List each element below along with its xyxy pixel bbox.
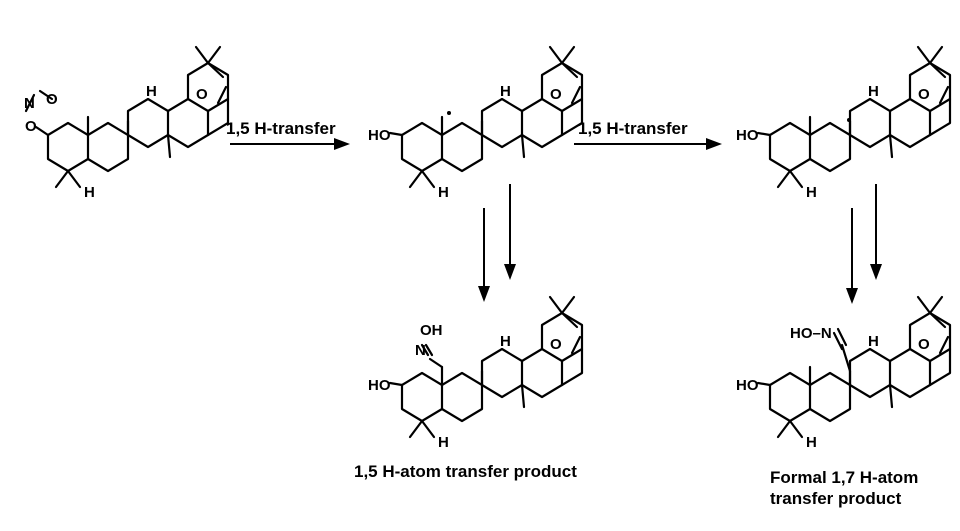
int2-h-atom-bottom: H	[806, 184, 817, 201]
p2-oxime-label: HO–N	[790, 325, 832, 342]
p1-oxime-oh-label: OH	[420, 322, 443, 339]
p1-h-atom-bottom: H	[438, 434, 449, 451]
int2-bridge-o-atom: O	[918, 86, 930, 103]
sm-h-atom-top: H	[146, 83, 157, 100]
int1-radical-dot	[447, 111, 451, 115]
down-arrow-1b-head	[504, 264, 516, 280]
intermediate-2-structure	[756, 45, 952, 189]
starting-material-structure	[24, 45, 230, 189]
int2-hydroxyl-label: HO	[736, 127, 759, 144]
arrow-2-head	[706, 138, 722, 150]
p2-bridge-o-atom: O	[918, 336, 930, 353]
product-1-structure	[388, 295, 584, 439]
int1-h-atom-bottom: H	[438, 184, 449, 201]
intermediate-1-structure	[388, 45, 584, 189]
down-arrow-1a-head	[478, 286, 490, 302]
p1-h-atom-top: H	[500, 333, 511, 350]
nitrite-o-atom: O	[25, 118, 37, 135]
int2-radical-dot	[847, 118, 851, 122]
product-2-caption-line1: Formal 1,7 H-atom	[770, 468, 918, 487]
int1-h-atom-top: H	[500, 83, 511, 100]
int1-hydroxyl-label: HO	[368, 127, 391, 144]
nitrite-n-atom: N	[24, 95, 35, 112]
p2-h-atom-bottom: H	[806, 434, 817, 451]
p1-bridge-o-atom: O	[550, 336, 562, 353]
down-arrow-2a-head	[846, 288, 858, 304]
p1-hydroxyl-label: HO	[368, 377, 391, 394]
sm-bridge-o-atom: O	[196, 86, 208, 103]
nitrite-terminal-o-atom: O	[46, 91, 58, 108]
product-2-caption-line2: transfer product	[770, 489, 902, 508]
product-2-structure	[756, 295, 952, 439]
int2-h-atom-top: H	[868, 83, 879, 100]
arrow-1-head	[334, 138, 350, 150]
p2-h-atom-top: H	[868, 333, 879, 350]
arrow-2-label: 1,5 H-transfer	[578, 119, 688, 138]
product-1-caption: 1,5 H-atom transfer product	[354, 462, 577, 481]
p1-oxime-n-atom: N	[415, 342, 426, 359]
arrow-1-label: 1,5 H-transfer	[226, 119, 336, 138]
p2-hydroxyl-label: HO	[736, 377, 759, 394]
down-arrow-2b-head	[870, 264, 882, 280]
int1-bridge-o-atom: O	[550, 86, 562, 103]
sm-h-atom-bottom: H	[84, 184, 95, 201]
